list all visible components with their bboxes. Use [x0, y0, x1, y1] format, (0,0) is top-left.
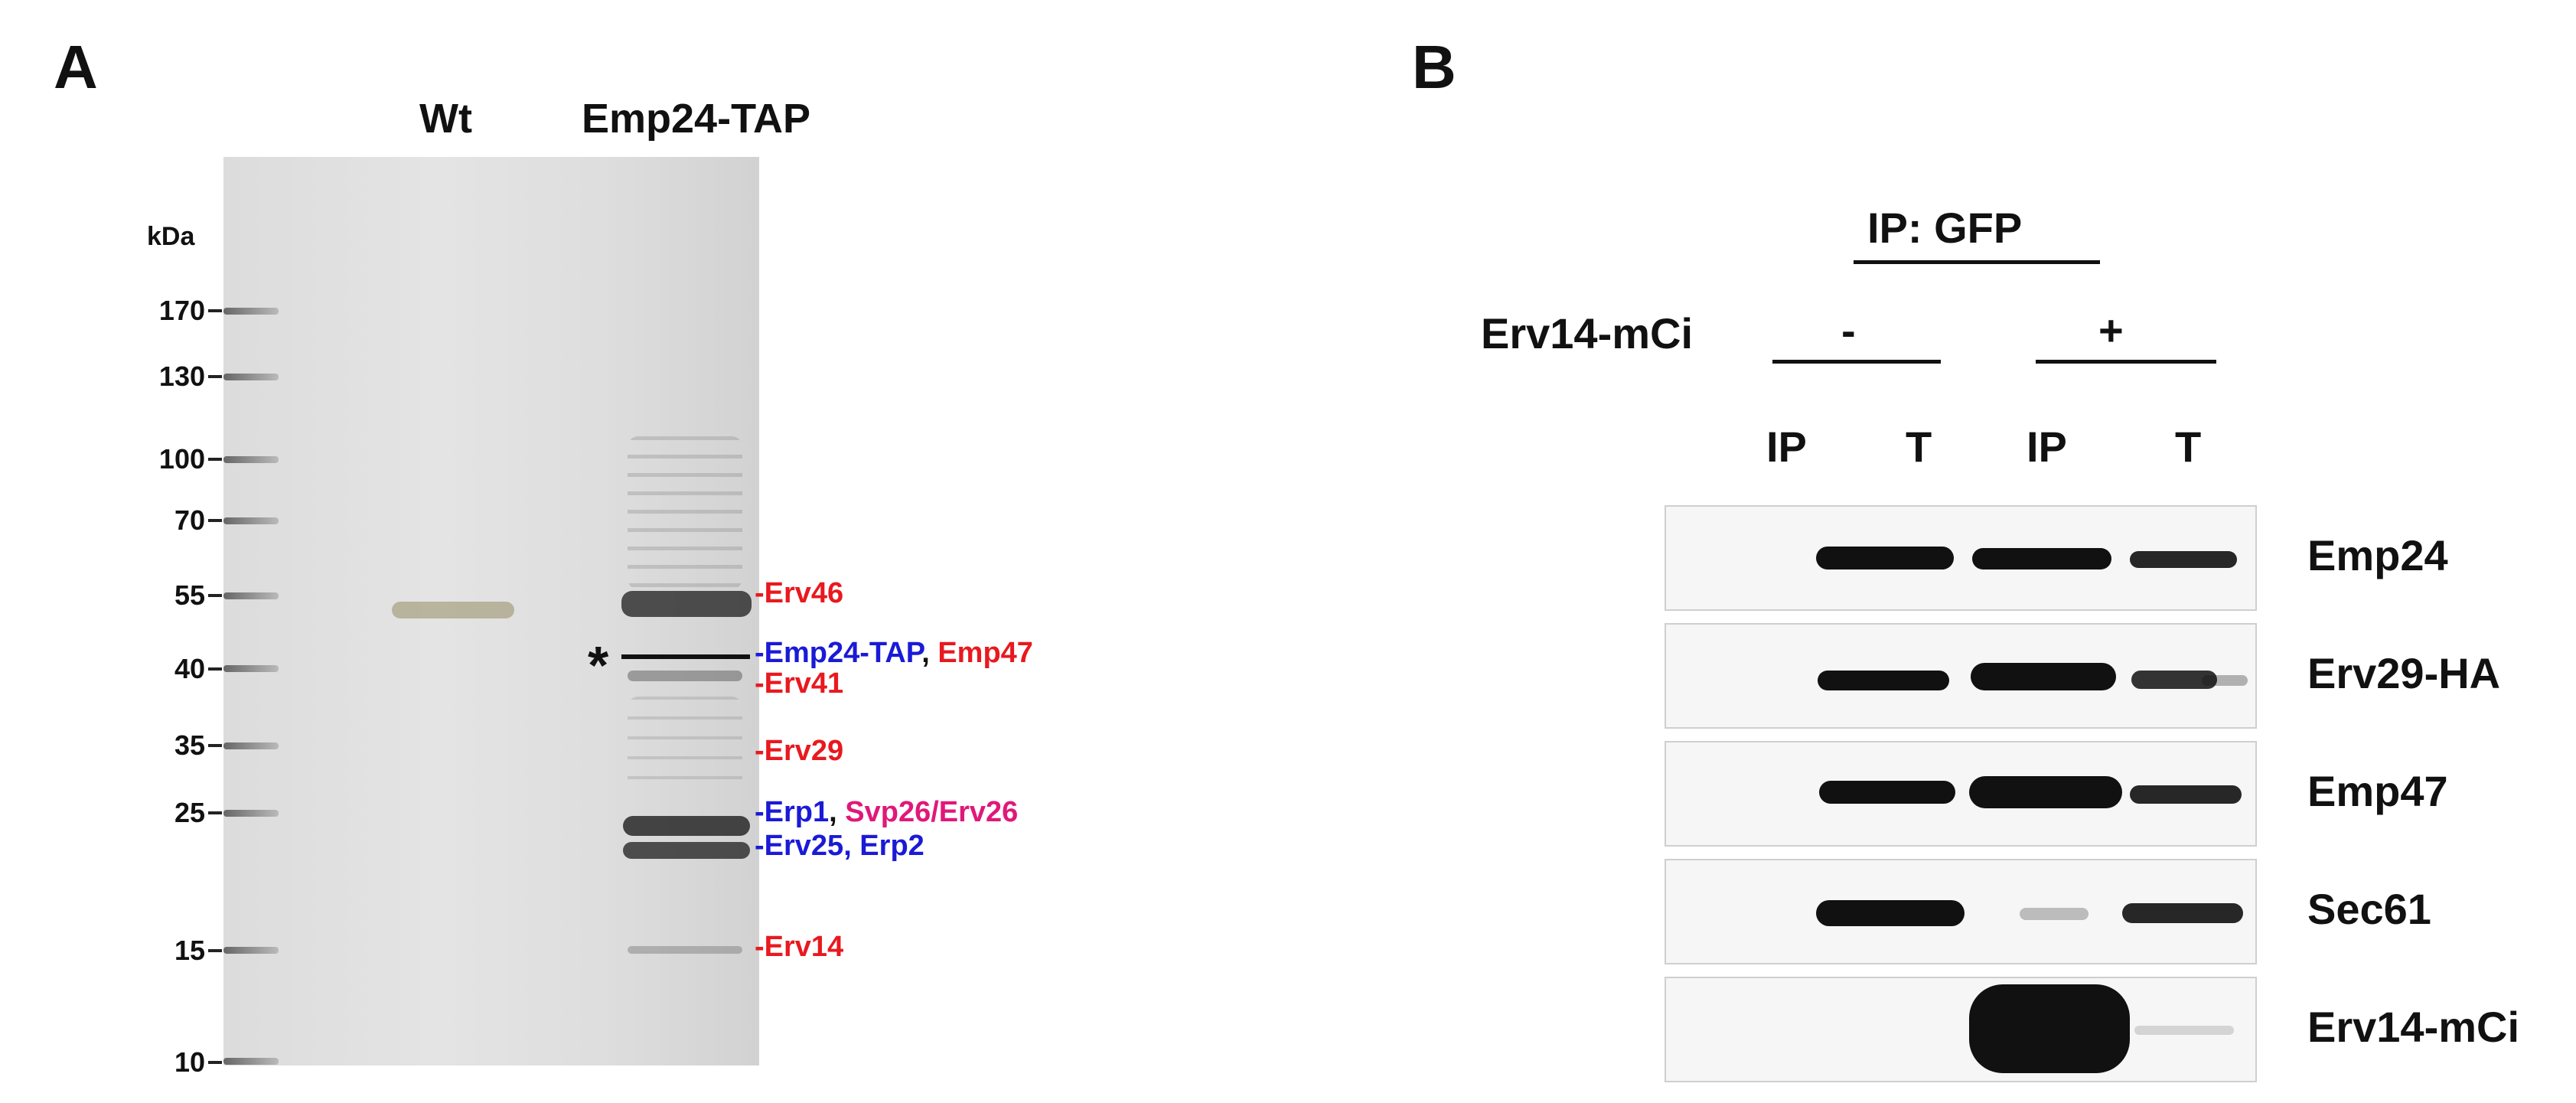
minus-sign: -	[1841, 306, 1856, 354]
lane-header-emp24-tap: Emp24-TAP	[582, 96, 811, 142]
erv29-band-t-plus	[2131, 671, 2217, 689]
column-t-minus: T	[1906, 423, 1932, 471]
label-erp1-svp26: -Erp1, Svp26/Erv26	[755, 798, 1018, 827]
label-emp24-tap: -Emp24-TAP	[755, 637, 922, 669]
plus-sign: +	[2098, 306, 2124, 354]
blot-label-emp47: Emp47	[2307, 767, 2448, 815]
lane-header-wt: Wt	[419, 96, 472, 142]
asterisk-marker: *	[588, 635, 609, 695]
kda-unit-label: kDa	[147, 222, 195, 251]
band-erv14	[628, 946, 742, 954]
plus-underline	[2036, 360, 2216, 364]
label-emp24-tap-emp47: -Emp24-TAP, Emp47	[755, 638, 1033, 667]
panel-a-letter: A	[54, 33, 98, 101]
blot-sec61	[1665, 859, 2257, 964]
band-erv46	[621, 591, 752, 617]
blot-label-erv14-mci: Erv14-mCi	[2307, 1003, 2520, 1051]
mw-tick-130	[208, 375, 222, 378]
panel-b-letter: B	[1412, 33, 1456, 101]
mw-label-130: 130	[158, 361, 205, 392]
sec61-band-t-minus	[1816, 900, 1965, 926]
mw-tick-10	[208, 1061, 222, 1064]
erv29-band-ip-plus	[1971, 663, 2116, 690]
band-erv25-erp2	[623, 842, 750, 859]
mw-label-55: 55	[174, 579, 205, 611]
erv29-band-t-minus	[1818, 671, 1949, 690]
label-erp1: -Erp1	[755, 796, 830, 828]
marker-band-170	[223, 308, 279, 315]
blot-emp47	[1665, 741, 2257, 847]
mw-label-25: 25	[174, 797, 205, 828]
mw-tick-25	[208, 811, 222, 814]
mw-label-70: 70	[174, 504, 205, 536]
label-erv29: -Erv29	[755, 735, 844, 767]
sec61-band-ip-plus-faint	[2020, 908, 2089, 920]
blot-emp24	[1665, 505, 2257, 611]
column-t-plus: T	[2175, 423, 2202, 471]
label-erv25-erp2: -Erv25, Erp2	[755, 830, 924, 862]
blot-label-erv29-ha: Erv29-HA	[2307, 649, 2501, 697]
mw-label-35: 35	[174, 729, 205, 761]
blot-erv29-ha	[1665, 623, 2257, 729]
emp47-band-t-minus	[1819, 781, 1955, 804]
label-erv14: -Erv14	[755, 931, 844, 963]
mw-tick-35	[208, 744, 222, 747]
mw-tick-40	[208, 667, 222, 671]
blot-label-emp24: Emp24	[2307, 531, 2448, 579]
label-erv41: -Erv41	[755, 667, 844, 700]
emp47-band-t-plus	[2130, 785, 2242, 804]
erv29-smear-t-plus	[2202, 675, 2248, 686]
marker-band-130	[223, 374, 279, 380]
emp47-band-ip-plus	[1969, 776, 2122, 808]
marker-band-100	[223, 456, 279, 463]
emp24-lane-background-bands	[628, 436, 742, 589]
column-ip-minus: IP	[1766, 423, 1807, 471]
blot-label-sec61: Sec61	[2307, 885, 2431, 933]
mw-label-15: 15	[174, 935, 205, 966]
mw-label-40: 40	[174, 653, 205, 684]
label-emp47: Emp47	[937, 637, 1033, 669]
mw-tick-15	[208, 949, 222, 952]
mw-tick-55	[208, 594, 222, 597]
emp24-tap-band-line	[621, 654, 750, 659]
sec61-band-t-plus	[2122, 903, 2243, 923]
marker-band-15	[223, 947, 279, 954]
ip-gfp-underline	[1854, 260, 2100, 264]
emp24-band-ip-plus	[1972, 548, 2111, 569]
mw-label-10: 10	[174, 1046, 205, 1078]
marker-band-70	[223, 517, 279, 524]
emp24-band-t-minus	[1816, 547, 1954, 569]
erv14-band-t-plus-faint	[2134, 1026, 2234, 1035]
label-comma-2: ,	[829, 796, 837, 828]
mw-label-170: 170	[158, 295, 205, 326]
mw-tick-170	[208, 309, 222, 312]
wt-lane-band	[392, 602, 514, 618]
emp24-band-t-plus	[2130, 551, 2237, 568]
marker-band-55	[223, 592, 279, 599]
mw-tick-100	[208, 458, 222, 461]
column-ip-plus: IP	[2027, 423, 2067, 471]
band-erv41	[628, 671, 742, 681]
blot-erv14-mci	[1665, 977, 2257, 1082]
marker-band-10	[223, 1058, 279, 1065]
erv14-mci-condition-label: Erv14-mCi	[1481, 309, 1694, 357]
mw-label-100: 100	[158, 443, 205, 475]
marker-band-35	[223, 742, 279, 749]
mw-tick-70	[208, 519, 222, 522]
label-erv46: -Erv46	[755, 577, 844, 609]
minus-underline	[1772, 360, 1941, 364]
marker-band-25	[223, 810, 279, 817]
label-comma-1: ,	[921, 637, 930, 669]
ip-gfp-header: IP: GFP	[1867, 204, 2023, 252]
band-erp1-svp26	[623, 816, 750, 836]
band-faint-middle	[628, 697, 742, 788]
marker-band-40	[223, 665, 279, 672]
erv14-band-ip-plus	[1969, 984, 2130, 1073]
label-svp26-erv26: Svp26/Erv26	[845, 796, 1019, 828]
